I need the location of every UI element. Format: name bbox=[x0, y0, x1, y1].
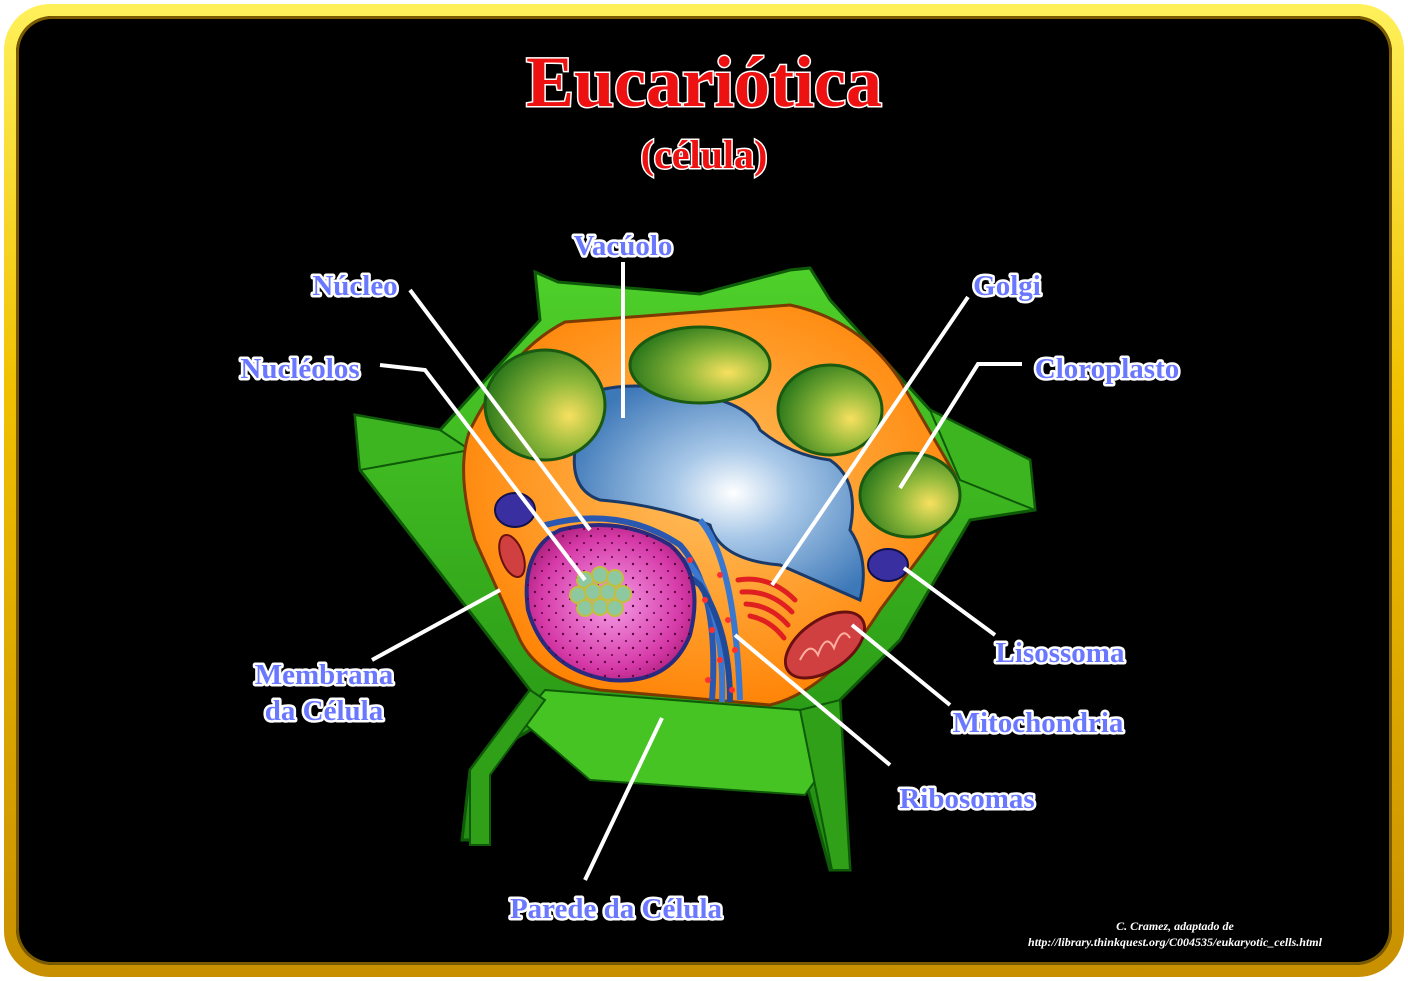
chloroplast-2 bbox=[628, 325, 772, 405]
label-golgi: Golgi bbox=[973, 270, 1041, 302]
lysosome-1 bbox=[494, 492, 536, 528]
label-nucleolos: Nucléolos bbox=[240, 353, 359, 385]
ribosomes bbox=[687, 557, 738, 693]
label-ribosomas: Ribosomas bbox=[899, 783, 1034, 815]
chloroplast-4 bbox=[858, 451, 962, 539]
chloroplast-1 bbox=[483, 348, 607, 462]
label-vacuolo: Vacúolo bbox=[574, 230, 673, 262]
credit-line-1: C. Cramez, adaptado de bbox=[1116, 919, 1234, 933]
mitochondrion-small bbox=[498, 533, 526, 579]
lysosome-2 bbox=[867, 548, 909, 582]
diagram-title: Eucariótica bbox=[526, 42, 882, 122]
label-nucleo: Núcleo bbox=[312, 270, 397, 302]
label-lisossoma: Lisossoma bbox=[996, 637, 1125, 669]
chloroplast-3 bbox=[776, 363, 884, 457]
leader-lines bbox=[371, 262, 1022, 881]
mitochondrion bbox=[783, 610, 867, 680]
credit-line-2: http://library.thinkquest.org/C004535/eu… bbox=[1028, 935, 1323, 949]
golgi-apparatus bbox=[735, 576, 798, 641]
label-membrana: Membrana bbox=[255, 659, 394, 691]
vacuole bbox=[572, 384, 865, 603]
label-mitochondria: Mitochondria bbox=[953, 707, 1124, 739]
diagram-subtitle: (célula) bbox=[641, 132, 768, 177]
label-parede: Parede da Célula bbox=[510, 893, 723, 925]
label-cloroplasto: Cloroplasto bbox=[1035, 353, 1179, 385]
label-da-celula: da Célula bbox=[265, 695, 384, 727]
